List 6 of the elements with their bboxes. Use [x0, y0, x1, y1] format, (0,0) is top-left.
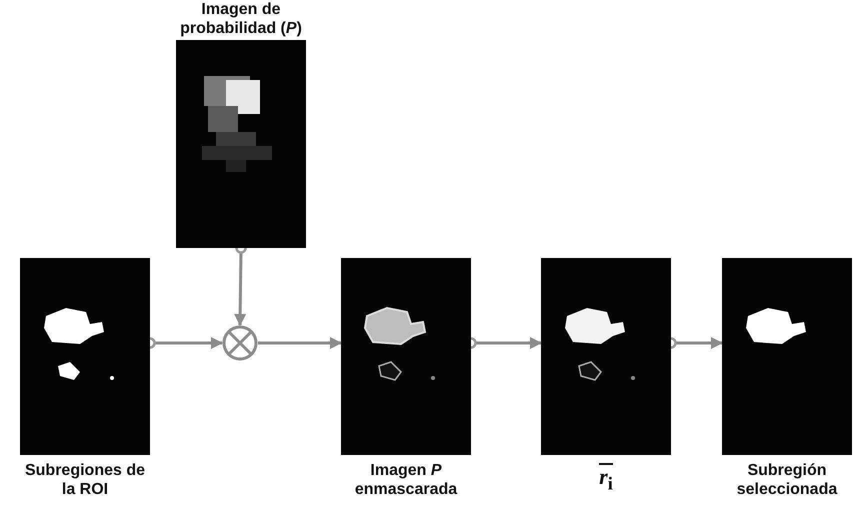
image-caption: Subregiones de la ROI — [24, 461, 146, 499]
image-caption: r$_{i}$ — [599, 463, 613, 496]
image-caption: Imagen P enmascarada — [354, 461, 458, 499]
arrow — [258, 337, 342, 349]
image-caption: Subregión seleccionada — [736, 461, 838, 499]
image-caption: Imagen de probabilidad (P) — [179, 0, 303, 38]
